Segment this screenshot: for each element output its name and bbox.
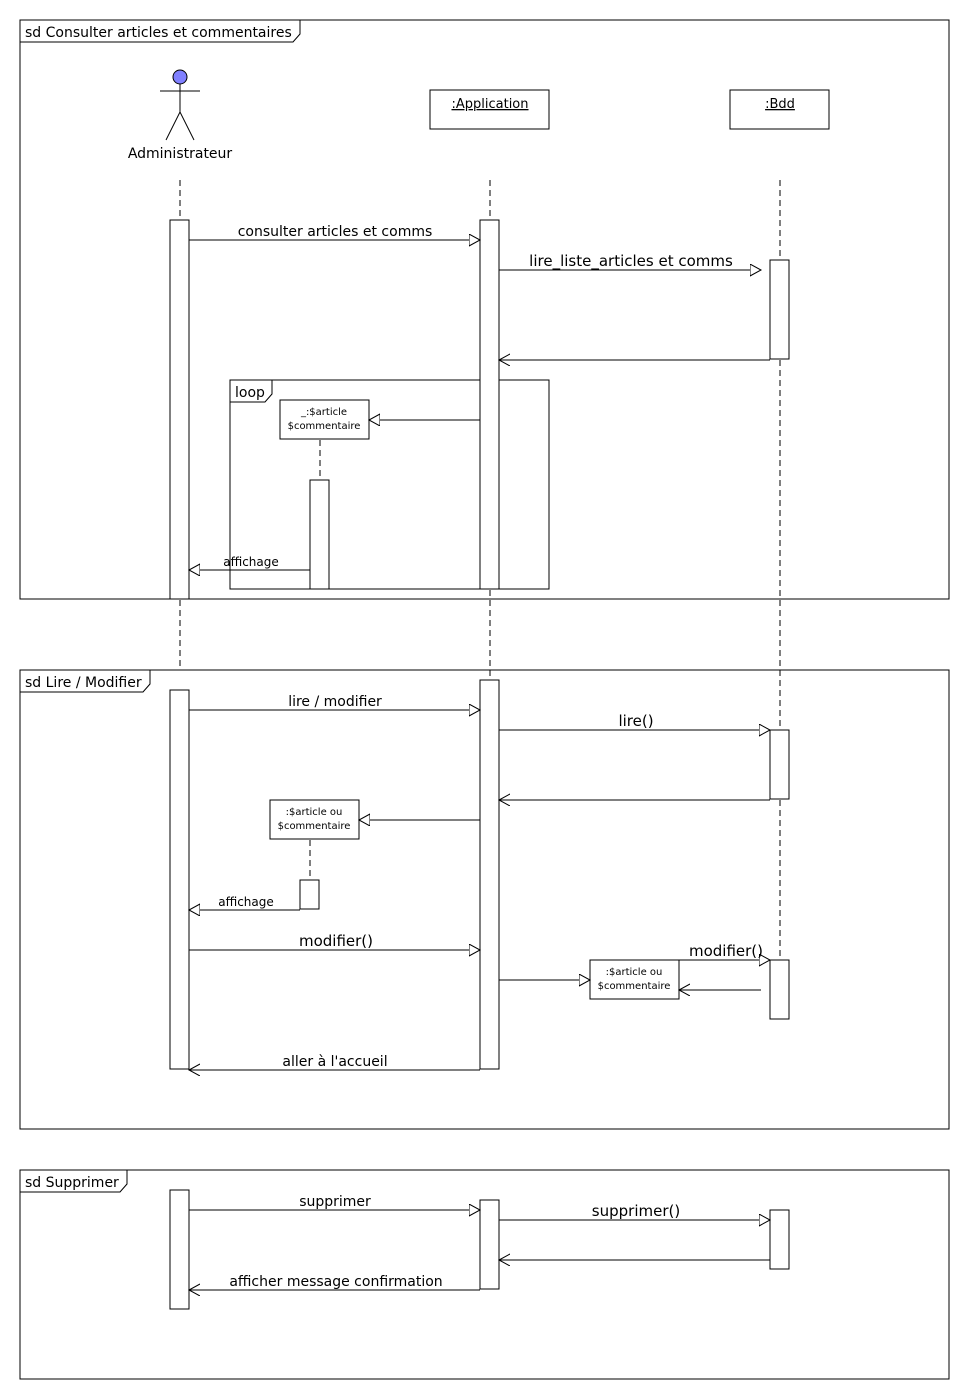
bdd-activation-3: [769, 959, 790, 1020]
msg-lire-liste-label: lire_liste_articles et comms: [529, 252, 733, 271]
frame-read-modify: sd Lire / Modifier: [19, 669, 950, 1130]
loop-fragment: loop: [229, 379, 550, 590]
msg-afficher-confirmation-label: afficher message confirmation: [229, 1274, 442, 1290]
article-loop-line2: $commentaire: [288, 421, 361, 432]
article-read-object: :$article ou $commentaire: [269, 799, 360, 840]
article-loop-object: _:$article $commentaire: [279, 399, 370, 440]
application-label: :Application: [451, 97, 528, 112]
application-activation-2: [479, 679, 500, 1070]
frame-consult: sd Consulter articles et commentaires: [19, 19, 950, 600]
article-modify-line2: $commentaire: [598, 981, 671, 992]
msg-modifier-app-label: modifier(): [299, 932, 373, 950]
msg-affichage-loop-label: affichage: [223, 555, 279, 569]
article-loop-line1: _:$article: [300, 407, 347, 418]
msg-lire-modifier-label: lire / modifier: [288, 694, 382, 710]
admin-activation-3: [169, 1189, 190, 1310]
admin-activation-2: [169, 689, 190, 1070]
article-modify-object: :$article ou $commentaire: [589, 959, 680, 1000]
application-activation-3: [479, 1199, 500, 1290]
article-read-line1: :$article ou: [286, 807, 343, 818]
msg-supprimer-app-label: supprimer: [299, 1194, 371, 1210]
msg-affichage-read-label: affichage: [218, 895, 274, 909]
application-object: :Application: [429, 89, 550, 130]
msg-aller-accueil-label: aller à l'accueil: [282, 1054, 387, 1070]
admin-activation-1: [169, 219, 190, 600]
bdd-activation-2: [769, 729, 790, 800]
article-modify-line1: :$article ou: [606, 967, 663, 978]
admin-actor: Administrateur: [128, 69, 233, 162]
loop-label: loop: [235, 385, 265, 401]
bdd-object: :Bdd: [729, 89, 830, 130]
bdd-activation-4: [769, 1209, 790, 1270]
bdd-label: :Bdd: [765, 97, 795, 112]
frame-read-modify-title: sd Lire / Modifier: [25, 675, 142, 691]
frame-delete: sd Supprimer: [19, 1169, 950, 1380]
admin-label: Administrateur: [128, 146, 233, 162]
frame-delete-title: sd Supprimer: [25, 1175, 119, 1191]
article-read-line2: $commentaire: [278, 821, 351, 832]
article-loop-activation: [309, 479, 330, 590]
msg-consulter-label: consulter articles et comms: [238, 224, 433, 240]
application-activation-1: [479, 219, 500, 590]
bdd-activation-1: [769, 259, 790, 360]
msg-supprimer-bdd-label: supprimer(): [592, 1202, 680, 1220]
frame-consult-title: sd Consulter articles et commentaires: [25, 25, 292, 41]
msg-modifier-bdd-label: modifier(): [689, 942, 763, 960]
msg-lire-label: lire(): [618, 712, 653, 730]
actor-head: [172, 69, 188, 85]
article-read-activation: [299, 879, 320, 910]
